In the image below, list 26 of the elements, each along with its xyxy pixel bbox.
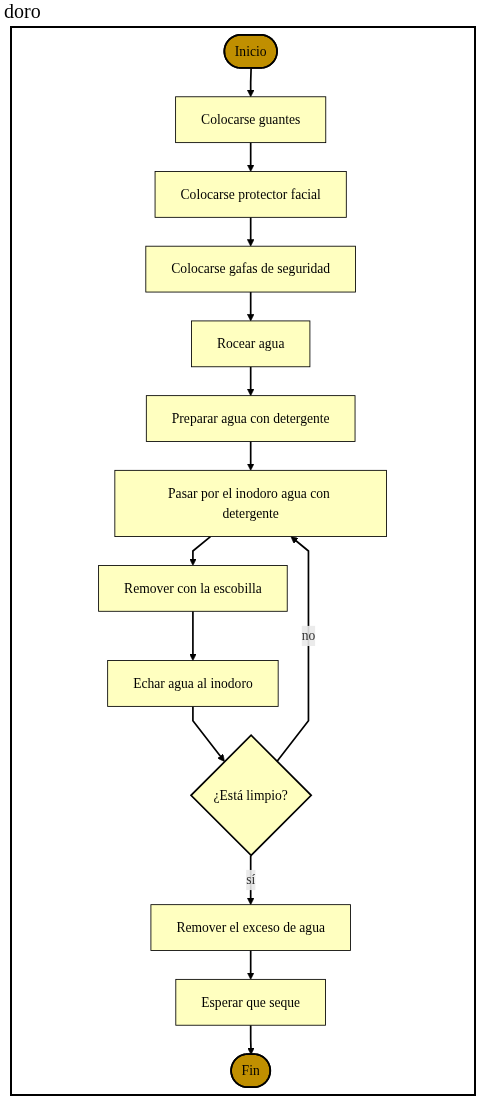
arrow — [192, 705, 226, 762]
arrow — [189, 535, 212, 566]
arrow — [247, 216, 255, 247]
node-box: Rocear agua — [191, 320, 311, 368]
node-box: Colocarse gafas de seguridad — [145, 245, 357, 293]
node-box: Pasar por el inodoro agua con detergente — [114, 469, 388, 537]
node-box: Echar agua al inodoro — [107, 660, 280, 707]
arrow — [247, 67, 255, 98]
arrow — [247, 949, 255, 980]
arrow — [247, 291, 255, 322]
node-box: Colocarse guantes — [175, 96, 327, 144]
edge-label: no — [302, 628, 316, 643]
node-box: Preparar agua con detergente — [146, 395, 356, 442]
arrow — [247, 854, 255, 905]
node-box: Esperar que seque — [175, 978, 327, 1026]
arrow — [247, 365, 255, 396]
arrow — [247, 440, 255, 471]
arrow — [247, 1024, 256, 1055]
arrow — [247, 141, 255, 172]
node-box: Remover con la escobilla — [98, 565, 289, 612]
edge-label: sí — [246, 872, 256, 887]
node-diamond: ¿Está limpio? — [190, 734, 313, 857]
node-box: Colocarse protector facial — [155, 171, 348, 218]
arrow — [189, 610, 198, 661]
heading-fragment: doro — [4, 0, 41, 22]
node-box: Remover el exceso de agua — [150, 904, 352, 951]
